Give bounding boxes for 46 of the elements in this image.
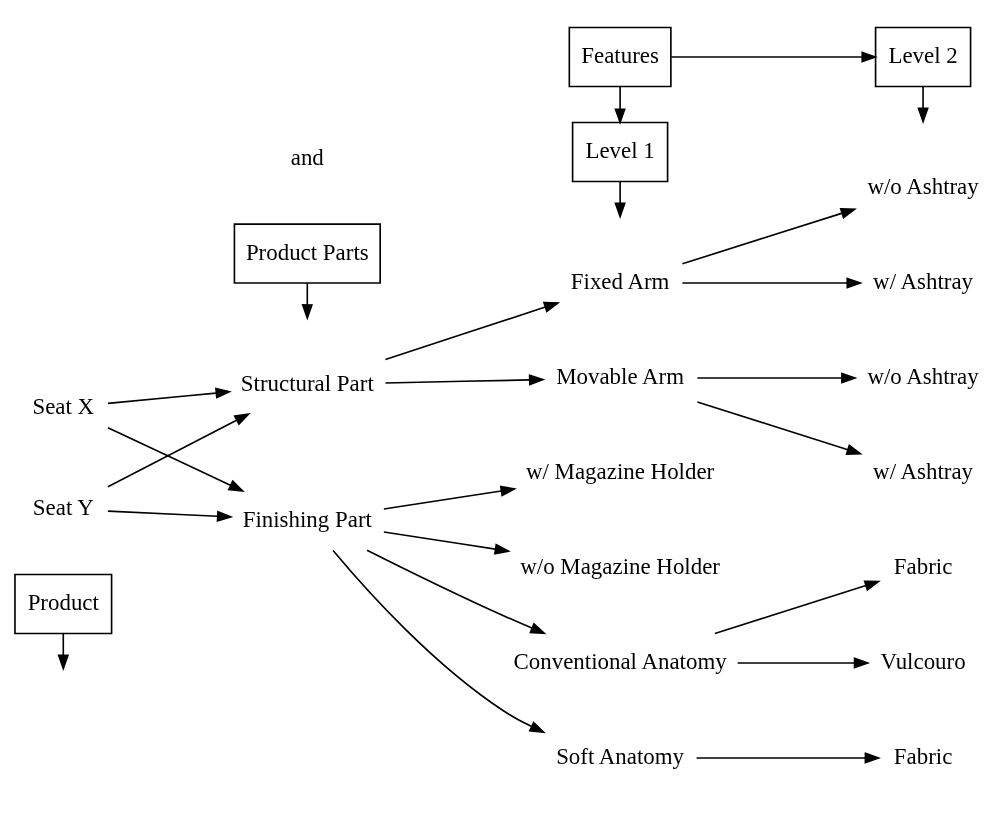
node-box: Level 1 — [571, 121, 669, 182]
node-text: Fabric — [893, 743, 953, 769]
node-box: Level 2 — [874, 26, 972, 87]
node-box: Features — [568, 26, 672, 87]
node-box: Product Parts — [233, 222, 381, 284]
arrow — [736, 656, 871, 669]
arrow — [614, 85, 626, 125]
arrow — [681, 207, 857, 265]
arrow — [383, 530, 511, 555]
label: and — [290, 144, 324, 170]
arrow — [366, 548, 547, 634]
node-text: w/ Magazine Holder — [525, 458, 715, 484]
arrow — [681, 276, 863, 289]
node-text: Vulcouro — [880, 648, 966, 674]
arrow — [696, 371, 858, 384]
node-text: Finishing Part — [242, 506, 372, 532]
arrow — [384, 373, 546, 386]
node-text: w/o Ashtray — [867, 173, 979, 199]
arrow — [107, 412, 251, 488]
arrow — [714, 579, 881, 634]
arrow — [301, 281, 314, 321]
arrow — [670, 50, 878, 63]
node-text: w/ Ashtray — [873, 458, 974, 484]
node-text: Fabric — [893, 553, 953, 579]
node-text: Structural Part — [240, 370, 374, 396]
arrow — [57, 632, 69, 671]
node-text: w/o Ashtray — [867, 363, 979, 389]
arrow — [107, 426, 245, 492]
arrow — [917, 85, 929, 124]
node-text: Seat Y — [32, 494, 94, 520]
node-text: w/o Magazine Holder — [520, 553, 720, 579]
arrow — [383, 484, 517, 510]
arrow — [384, 301, 561, 360]
arrow — [107, 386, 232, 404]
node-text: Seat X — [32, 393, 95, 419]
arrow — [614, 180, 626, 219]
node-box: Product — [14, 573, 113, 634]
arrow — [695, 751, 881, 764]
arrow — [696, 400, 863, 455]
node-text: Conventional Anatomy — [513, 648, 727, 674]
node-text: w/ Ashtray — [873, 268, 974, 294]
arrow — [107, 509, 234, 522]
node-text: Soft Anatomy — [556, 743, 685, 769]
node-text: Fixed Arm — [570, 268, 670, 294]
node-text: Movable Arm — [556, 363, 685, 389]
arrow — [332, 549, 546, 733]
